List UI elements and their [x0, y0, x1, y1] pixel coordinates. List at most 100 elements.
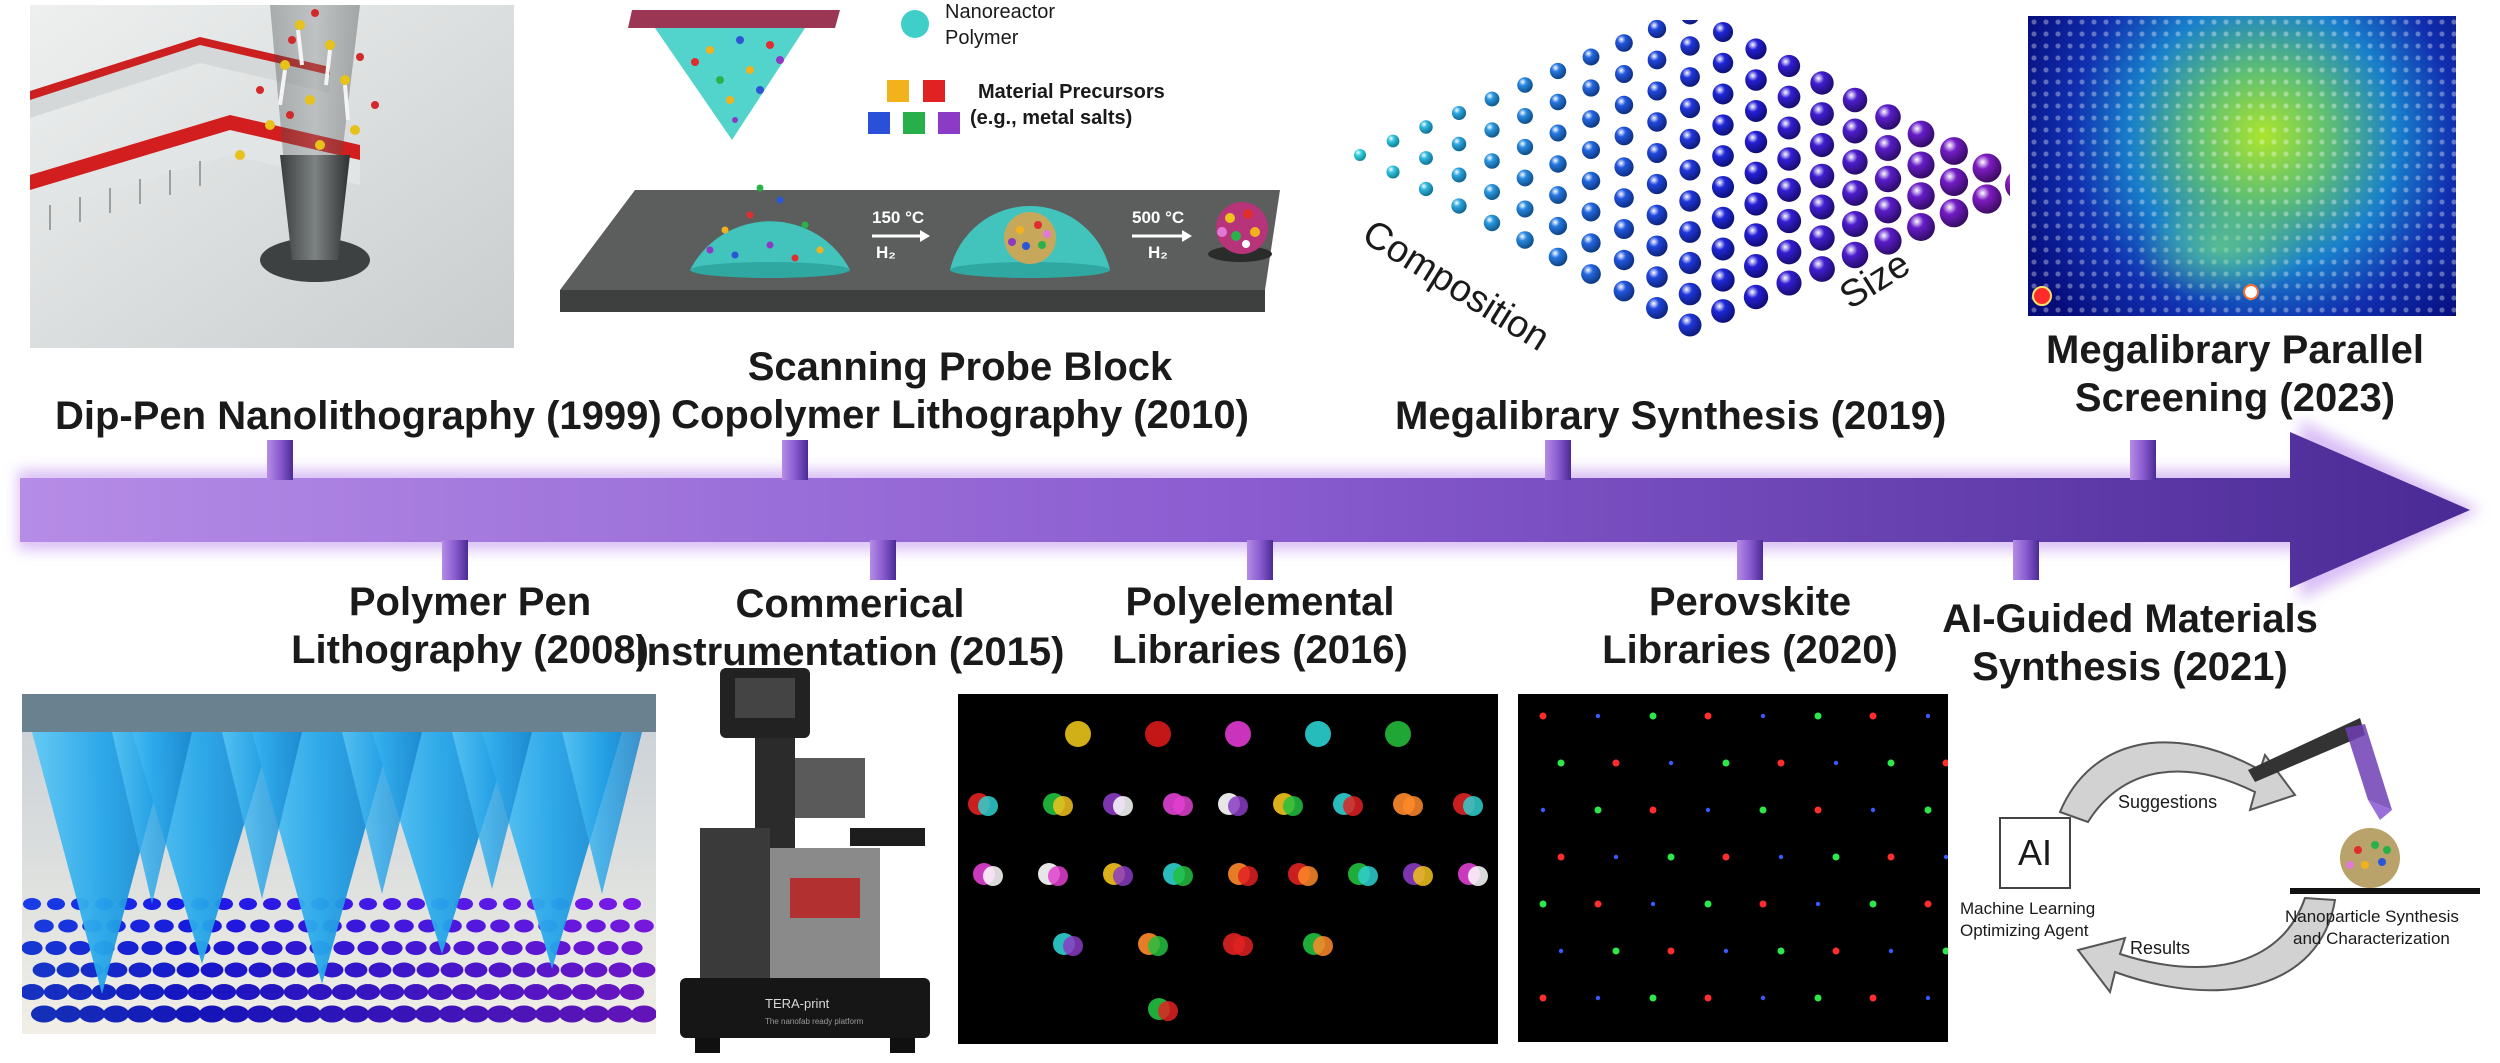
- pattern-dot: [115, 984, 141, 1000]
- pattern-dot: [223, 1005, 249, 1023]
- sphere: [1875, 135, 1901, 161]
- tick-perovskite: [1737, 540, 1763, 580]
- sphere: [1777, 54, 1801, 78]
- perovskite-spot: [1778, 854, 1784, 860]
- perovskite-library-image: [1518, 694, 1948, 1042]
- pattern-dot: [511, 1005, 537, 1023]
- sphere: [1809, 225, 1835, 251]
- pattern-dot: [466, 919, 486, 933]
- perovskite-spot: [1924, 806, 1932, 814]
- pattern-dot: [187, 984, 213, 1000]
- sphere: [1581, 171, 1601, 191]
- pattern-dot: [383, 898, 401, 910]
- polymer-pen: [562, 732, 642, 894]
- sphere: [1615, 34, 1633, 52]
- pattern-dot: [357, 941, 379, 955]
- sphere: [1549, 155, 1567, 173]
- sphere: [1614, 219, 1634, 239]
- agent-label-line2: Optimizing Agent: [1960, 921, 2089, 940]
- perovskite-spot: [1943, 854, 1948, 860]
- sphere: [1582, 79, 1600, 97]
- sphere: [1646, 235, 1668, 257]
- sphere: [1646, 266, 1668, 288]
- megasyn-sphere-grid: Composition Size: [1354, 20, 2010, 360]
- milestone-megascreen-line2: Screening (2023): [2074, 376, 2396, 420]
- step2-temp: 500 °C: [1132, 208, 1184, 227]
- sphere: [1517, 77, 1533, 93]
- sphere: [1679, 159, 1701, 181]
- perovskite-spot: [1539, 994, 1547, 1002]
- polymer-pen: [452, 732, 532, 889]
- pattern-dot: [58, 919, 78, 933]
- milestone-polyelemental: Polyelemental Libraries (2016): [1060, 578, 1460, 674]
- polymer-legend-line1: Nanoreactor: [945, 1, 1055, 23]
- particle-spot: [983, 866, 1003, 886]
- perovskite-spot: [1539, 900, 1547, 908]
- pattern-dot: [599, 898, 617, 910]
- pattern-dot: [499, 984, 525, 1000]
- sphere: [1842, 149, 1868, 175]
- sphere: [1419, 120, 1433, 134]
- pattern-dot: [623, 898, 641, 910]
- sphere: [1614, 157, 1634, 177]
- pattern-dot: [523, 984, 549, 1000]
- particle-spot: [1048, 866, 1068, 886]
- sphere: [1841, 241, 1869, 269]
- sphere: [1613, 249, 1635, 271]
- pattern-dot: [69, 941, 91, 955]
- pattern-dot: [488, 962, 512, 978]
- pattern-dot: [56, 962, 80, 978]
- pattern-dot: [343, 1005, 369, 1023]
- polymer-pen: [342, 732, 422, 894]
- sphere: [1875, 104, 1901, 130]
- sphere: [1646, 297, 1668, 319]
- sphere: [1386, 134, 1400, 148]
- perovskite-spot: [1832, 853, 1840, 861]
- pattern-dot: [368, 962, 392, 978]
- sphere: [1386, 165, 1400, 179]
- pattern-dot: [248, 962, 272, 978]
- sphere: [1874, 165, 1902, 193]
- particle-spot: [1343, 796, 1363, 816]
- milestone-ai-line2: Synthesis (2021): [1972, 645, 2288, 689]
- pattern-dot: [405, 941, 427, 955]
- perovskite-spot: [1557, 759, 1565, 767]
- sphere: [1679, 190, 1701, 212]
- particle-spot: [1113, 866, 1133, 886]
- pattern-dot: [453, 941, 475, 955]
- perovskite-spot: [1870, 807, 1876, 813]
- sphere: [1809, 163, 1835, 189]
- step1-gas: H₂: [876, 243, 896, 262]
- pattern-dot: [463, 1005, 489, 1023]
- perovskite-spot: [1594, 900, 1602, 908]
- sphere: [1549, 62, 1567, 80]
- pattern-dot: [416, 962, 440, 978]
- sphere: [1810, 71, 1834, 95]
- pattern-dot: [562, 919, 582, 933]
- sphere: [1776, 239, 1802, 265]
- sphere: [1647, 81, 1667, 101]
- pattern-dot: [477, 941, 499, 955]
- milestone-sbcl-line1: Scanning Probe Block: [747, 345, 1173, 389]
- ppl-pen-array: [22, 694, 656, 1034]
- pattern-dot: [381, 941, 403, 955]
- instrument-brand: TERA-print: [765, 996, 830, 1011]
- synthesis-label-line1: Nanoparticle Synthesis: [2285, 907, 2459, 926]
- results-label: Results: [2130, 938, 2190, 958]
- pattern-dot: [47, 898, 65, 910]
- pattern-dot: [130, 919, 150, 933]
- particle-spot: [1305, 721, 1331, 747]
- perovskite-spot: [1888, 948, 1894, 954]
- pattern-dot: [271, 1005, 297, 1023]
- pattern-dot: [261, 941, 283, 955]
- milestone-megasyn: Megalibrary Synthesis (2019): [1395, 392, 1946, 440]
- pattern-dot: [370, 919, 390, 933]
- perovskite-spot: [1887, 759, 1895, 767]
- perovskite-spot: [1833, 760, 1839, 766]
- sphere: [1842, 180, 1868, 206]
- sphere: [1679, 221, 1701, 243]
- pattern-dot: [331, 984, 357, 1000]
- sphere: [1809, 132, 1835, 158]
- milestone-sbcl-line2: Copolymer Lithography (2010): [671, 393, 1249, 437]
- sphere: [1809, 194, 1835, 220]
